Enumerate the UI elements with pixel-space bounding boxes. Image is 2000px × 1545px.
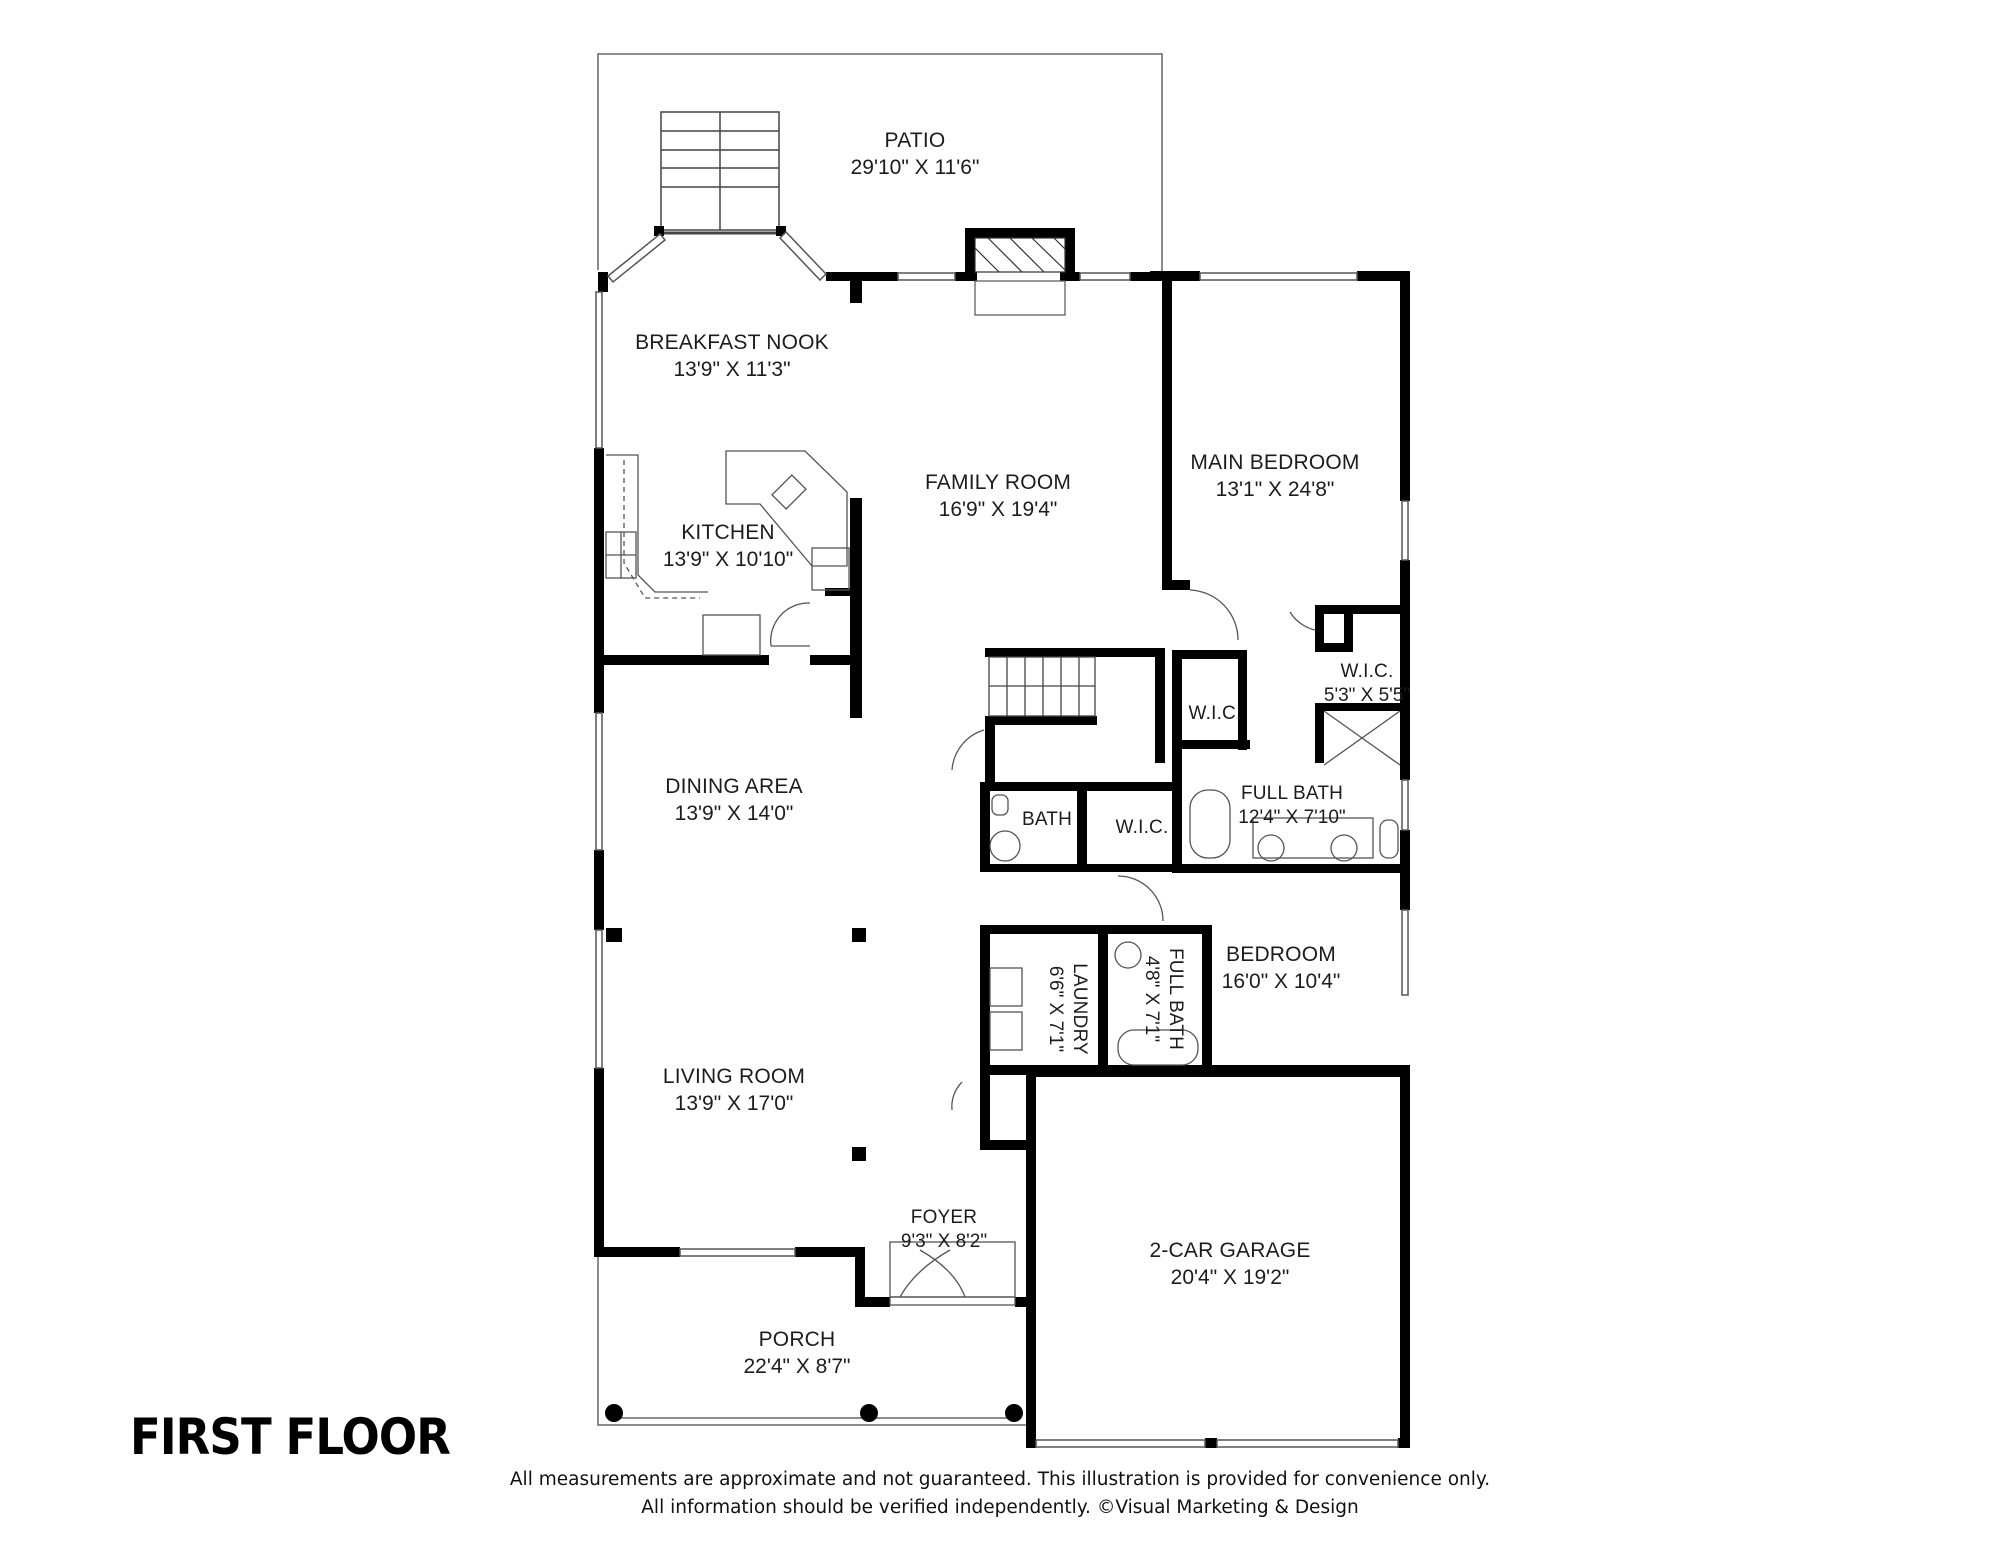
room-name: 2-CAR GARAGE (1149, 1239, 1311, 1262)
room-dimensions: 16'9" X 19'4" (938, 498, 1058, 521)
room-label-family-room: FAMILY ROOM 16'9" X 19'4" (925, 470, 1071, 524)
room-name: LAUNDRY (1069, 963, 1090, 1055)
room-dimensions: 9'3" X 8'2" (900, 1231, 988, 1252)
thin-outlines (597, 53, 1163, 1426)
floor-title: FIRST FLOOR (130, 1408, 451, 1466)
room-dimensions: 13'9" X 14'0" (674, 802, 794, 825)
room-label-porch: PORCH 22'4" X 8'7" (744, 1327, 851, 1381)
room-label-wic-main-2: W.I.C. 5'3" X 5'5" (1324, 660, 1410, 708)
room-dimensions: 6'6" X 7'1" (1045, 965, 1066, 1053)
fireplace (974, 237, 1066, 316)
room-name: BREAKFAST NOOK (635, 331, 829, 354)
room-label-wic-hall: W.I.C. (1116, 816, 1169, 840)
kitchen-cabinets (605, 450, 850, 656)
room-dimensions: 13'1" X 24'8" (1215, 478, 1335, 501)
room-name: PORCH (758, 1328, 836, 1351)
garage-top-line (1026, 1075, 1410, 1077)
windows (595, 230, 1409, 1448)
room-label-garage: 2-CAR GARAGE 20'4" X 19'2" (1149, 1238, 1310, 1292)
room-label-patio: PATIO 29'10" X 11'6" (851, 128, 980, 182)
room-dimensions: 13'9" X 17'0" (674, 1092, 794, 1115)
disclaimer-line-2: All information should be verified indep… (641, 1497, 1359, 1518)
room-name: FULL BATH (1240, 783, 1344, 804)
room-dimensions: 16'0" X 10'4" (1221, 970, 1341, 993)
room-dimensions: 22'4" X 8'7" (743, 1355, 851, 1378)
room-name: FULL BATH (1165, 947, 1186, 1051)
room-label-full-bath-2: FULL BATH 4'8" X 7'1" (1139, 948, 1187, 1050)
room-label-foyer: FOYER 9'3" X 8'2" (901, 1206, 987, 1254)
disclaimer: All measurements are approximate and not… (0, 1466, 2000, 1522)
room-dimensions: 5'3" X 5'5" (1323, 685, 1411, 706)
room-name: MAIN BEDROOM (1190, 451, 1360, 474)
room-name: PATIO (884, 129, 946, 152)
room-name: W.I.C. (1340, 661, 1394, 682)
room-dimensions: 20'4" X 19'2" (1170, 1266, 1290, 1289)
bath-fixtures (989, 710, 1401, 1066)
room-label-main-bedroom: MAIN BEDROOM 13'1" X 24'8" (1190, 450, 1359, 504)
room-name: BEDROOM (1226, 943, 1336, 966)
room-name: FAMILY ROOM (924, 471, 1072, 494)
room-name: FOYER (910, 1207, 978, 1228)
room-name: DINING AREA (665, 775, 803, 798)
room-name: LIVING ROOM (662, 1065, 806, 1088)
room-dimensions: 29'10" X 11'6" (850, 156, 980, 179)
room-label-breakfast-nook: BREAKFAST NOOK 13'9" X 11'3" (635, 330, 829, 384)
room-label-dining-area: DINING AREA 13'9" X 14'0" (665, 774, 803, 828)
door-swings (889, 589, 1316, 1306)
room-name: KITCHEN (681, 521, 775, 544)
room-label-bath: BATH (1022, 808, 1072, 832)
room-name: BATH (1021, 809, 1073, 830)
room-dimensions: 13'9" X 11'3" (673, 358, 791, 381)
room-label-bedroom: BEDROOM 16'0" X 10'4" (1222, 942, 1341, 996)
room-label-wic-main-1: W.I.C. (1189, 702, 1242, 726)
patio-steps (655, 111, 785, 235)
room-name: W.I.C. (1115, 817, 1169, 838)
room-label-living-room: LIVING ROOM 13'9" X 17'0" (663, 1064, 805, 1118)
room-label-kitchen: KITCHEN 13'9" X 10'10" (663, 520, 793, 574)
room-label-full-bath-main: FULL BATH 12'4" X 7'10" (1238, 782, 1345, 830)
room-dimensions: 13'9" X 10'10" (662, 548, 794, 571)
room-dimensions: 12'4" X 7'10" (1238, 807, 1346, 828)
room-name: W.I.C. (1188, 703, 1242, 724)
walls (594, 226, 1410, 1448)
room-label-laundry: LAUNDRY 6'6" X 7'1" (1043, 963, 1091, 1055)
stairs (988, 656, 1096, 717)
room-dimensions: 4'8" X 7'1" (1141, 955, 1162, 1043)
disclaimer-line-1: All measurements are approximate and not… (509, 1469, 1491, 1490)
